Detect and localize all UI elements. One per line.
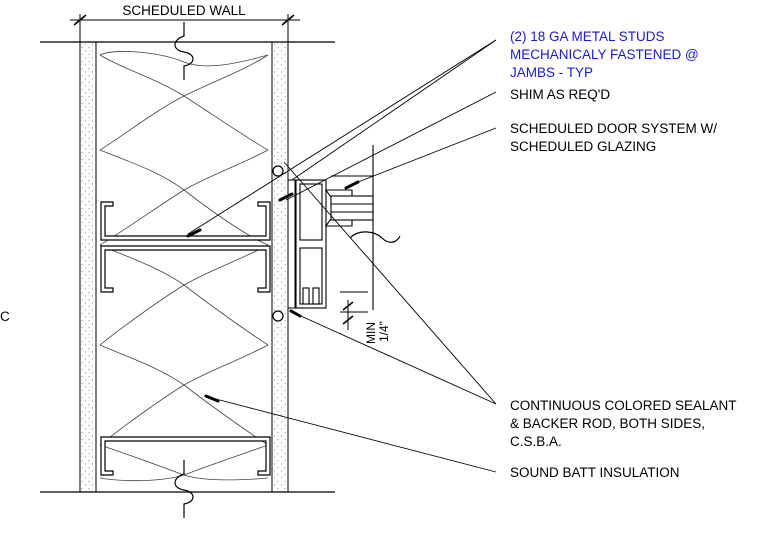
backer-rod-bottom <box>272 310 284 322</box>
note-sealant-line3: C.S.B.A. <box>510 434 562 449</box>
wall-title-label: SCHEDULED WALL <box>122 3 246 18</box>
tick-studs <box>186 228 202 238</box>
gypsum-board-left <box>79 41 97 493</box>
leader-studs <box>187 39 497 235</box>
shim <box>287 179 296 309</box>
note-door-line2: SCHEDULED GLAZING <box>510 139 657 154</box>
break-symbol-door <box>349 231 401 243</box>
leader-sealant-bottom <box>291 311 497 405</box>
leader-door <box>347 127 497 187</box>
leader-ticks <box>186 180 360 403</box>
wall-width-dimension <box>70 14 300 42</box>
note-sealant-line2: & BACKER ROD, BOTH SIDES, <box>510 416 706 431</box>
break-symbol-top <box>174 22 194 80</box>
leader-studs-2 <box>291 39 497 181</box>
leader-sealant-top <box>283 161 497 405</box>
door-frame-profile <box>295 179 353 309</box>
note-door-line1: SCHEDULED DOOR SYSTEM W/ <box>510 121 718 136</box>
tick-insulation <box>204 394 220 403</box>
note-shim: SHIM AS REQ'D <box>510 87 611 102</box>
metal-stud-bottom <box>100 436 271 476</box>
note-studs-line3: JAMBS - TYP <box>510 65 594 80</box>
backer-rod-top <box>272 165 284 177</box>
tick-door <box>344 180 360 190</box>
sound-batt-insulation <box>99 51 269 482</box>
note-sealant-line1: CONTINUOUS COLORED SEALANT <box>510 398 737 413</box>
tick-shim <box>278 192 294 202</box>
edge-mark: C <box>0 309 10 324</box>
note-insulation: SOUND BATT INSULATION <box>510 465 680 480</box>
min-clearance-dimension <box>340 291 368 330</box>
dimension-min-text: MIN <box>364 322 378 344</box>
metal-stud-upper <box>100 201 271 241</box>
note-studs-line1: (2) 18 GA METAL STUDS <box>510 29 665 44</box>
leader-lines <box>187 39 497 473</box>
note-studs-line2: MECHANICALY FASTENED @ <box>510 47 699 62</box>
leader-shim <box>285 91 497 201</box>
dimension-value-text: 1/4" <box>377 321 391 342</box>
gypsum-board-right <box>271 41 289 493</box>
door-leaf <box>330 145 374 310</box>
metal-stud-lower <box>100 245 271 293</box>
tick-sealant <box>289 309 302 318</box>
break-symbol-bottom <box>174 460 194 518</box>
leader-insulation <box>211 397 497 473</box>
